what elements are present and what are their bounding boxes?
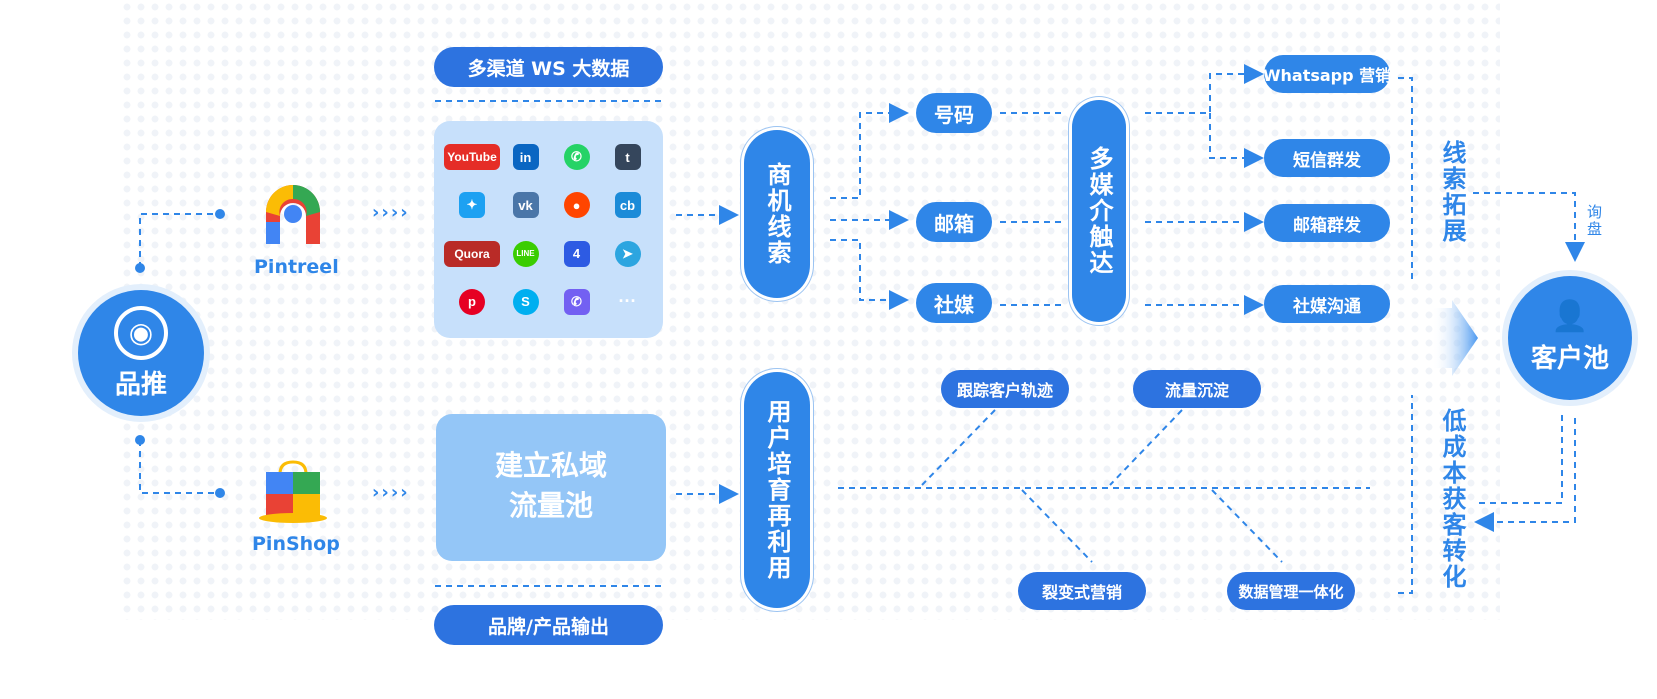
reddit-icon: ● (563, 192, 590, 219)
multimedia-pill: 多媒介触达 (1072, 100, 1126, 322)
chevron-arrows-top: ›››› (372, 202, 410, 223)
channel-phone: 号码 (916, 93, 992, 133)
social-icon-cell: ➤ (602, 230, 653, 278)
low-cost-text: 低成本获客转化 (1438, 408, 1466, 590)
customer-service-icon: 👤 (1551, 298, 1589, 334)
crunchbase-icon: cb (614, 192, 641, 219)
social-icon-cell: Quora (444, 230, 500, 278)
twitter-icon: ✦ (459, 192, 485, 219)
pinshop-logo (258, 460, 328, 524)
channel-social: 社媒 (916, 283, 992, 323)
customer-pool-circle: 👤 客户池 (1508, 276, 1632, 400)
viber-icon: ✆ (563, 288, 590, 315)
linkedin-icon: in (512, 144, 539, 171)
social-icon-cell: t (602, 133, 653, 181)
bottom-banner: 品牌/产品输出 (434, 605, 663, 645)
social-icon-cell: vk (500, 181, 551, 229)
quora-icon: Quora (444, 240, 500, 267)
hub-circle: ◉ 品推 (78, 290, 204, 416)
fishbone-track: 跟踪客户轨迹 (941, 370, 1069, 408)
social-icon-cell: p (444, 278, 500, 326)
lead-expand-text: 线索拓展 (1438, 140, 1466, 244)
tumblr-icon: t (614, 144, 641, 171)
pintreel-logo (262, 182, 324, 248)
skype-icon: S (512, 288, 539, 315)
social-icon-cell: YouTube (444, 133, 500, 181)
social-icon-cell: ✦ (444, 181, 500, 229)
social-icon-cell: ✆ (551, 278, 602, 326)
social-icon-cell: ✆ (551, 133, 602, 181)
pintreel-label: Pintreel (254, 256, 339, 278)
social-icon-cell: in (500, 133, 551, 181)
private-pool-text: 建立私域 流量池 (436, 446, 666, 526)
inquiry-text: 询盘 (1585, 204, 1603, 238)
line-icon: LINE (512, 240, 539, 267)
globe-search-icon: ◉ (114, 305, 168, 360)
foursquare-icon: 4 (563, 240, 590, 267)
top-banner: 多渠道 WS 大数据 (434, 47, 663, 87)
hub-label: 品推 (114, 369, 167, 400)
chevron-arrows-bottom: ›››› (372, 482, 410, 503)
pinshop-label: PinShop (252, 533, 340, 555)
telegram-icon: ➤ (614, 240, 641, 267)
fishbone-settle: 流量沉淀 (1133, 370, 1261, 408)
private-pool-line2: 流量池 (508, 489, 593, 522)
social-icon-cell: 4 (551, 230, 602, 278)
channel-email: 邮箱 (916, 202, 992, 242)
output-social-chat: 社媒沟通 (1264, 285, 1390, 323)
pinterest-icon: p (459, 288, 485, 315)
private-pool-panel (436, 414, 666, 561)
leads-pill: 商机线索 (744, 130, 810, 298)
output-sms: 短信群发 (1264, 139, 1390, 177)
output-email-blast: 邮箱群发 (1264, 204, 1390, 242)
output-whatsapp: Whatsapp 营销 (1263, 55, 1391, 93)
youtube-icon: YouTube (444, 144, 500, 171)
whatsapp-icon: ✆ (563, 144, 590, 171)
fishbone-fission: 裂变式营销 (1018, 572, 1146, 610)
social-icon-cell: ··· (602, 278, 653, 326)
private-pool-line1: 建立私域 (494, 449, 607, 482)
vk-icon: vk (512, 192, 539, 219)
customer-pool-label: 客户池 (1530, 343, 1609, 374)
social-icon-cell: S (500, 278, 551, 326)
social-icon-cell: ● (551, 181, 602, 229)
fishbone-data-mgmt: 数据管理一体化 (1227, 572, 1355, 610)
social-icon-cell: LINE (500, 230, 551, 278)
more-icon: ··· (614, 288, 641, 315)
user-reuse-pill: 用户培育再利用 (744, 372, 810, 608)
social-icon-cell: cb (602, 181, 653, 229)
